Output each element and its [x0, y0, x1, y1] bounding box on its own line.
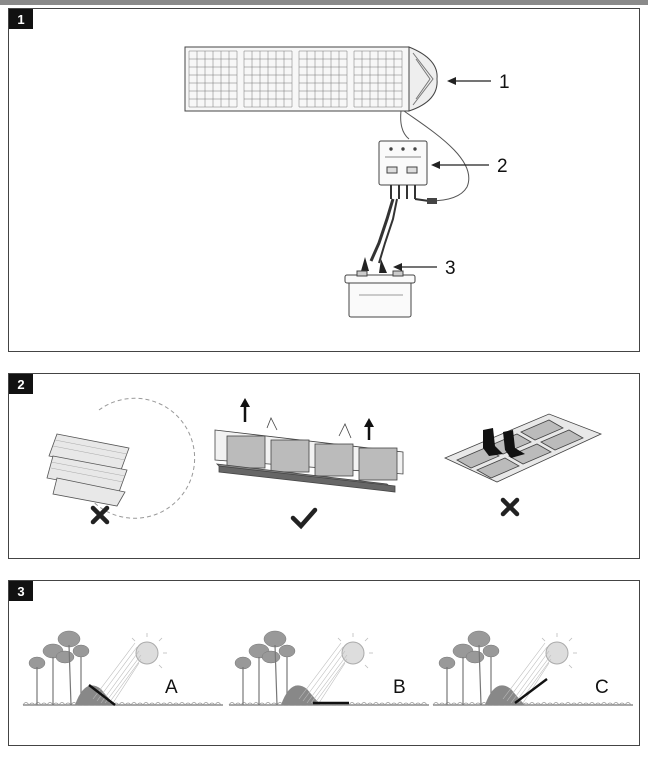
- arrow-up-icon: [240, 398, 250, 422]
- setup-diagram: 1 2 3: [184, 46, 510, 318]
- top-bar: [0, 0, 648, 5]
- scene-label: C: [595, 677, 609, 698]
- scene-b: B: [228, 630, 430, 706]
- section-badge: 2: [9, 374, 33, 394]
- cross-icon: [500, 497, 520, 517]
- panel-facing-sun: [514, 678, 548, 704]
- section-badge: 3: [9, 581, 33, 601]
- scene-label: B: [393, 677, 406, 698]
- panel-tilted: [88, 684, 116, 706]
- callout-label: 1: [499, 72, 510, 93]
- callout-2: 2: [431, 156, 508, 177]
- battery-illustration: [344, 270, 416, 318]
- scene-a: A: [22, 630, 224, 706]
- check-icon: [290, 507, 318, 530]
- charge-controller-illustration: [378, 140, 428, 199]
- sun-angle-diagram: A B C: [22, 630, 634, 706]
- folded-panel-illustration: [46, 397, 196, 519]
- handling-diagram: [46, 397, 603, 530]
- solar-panel-illustration: [184, 46, 438, 112]
- panel-stepped-on-illustration: [444, 413, 603, 483]
- cross-icon: [90, 505, 110, 525]
- section-badge: 1: [9, 9, 33, 29]
- callout-1: 1: [447, 72, 510, 93]
- callout-label: 2: [497, 156, 508, 177]
- section-2-panel: 2: [8, 373, 640, 559]
- scene-c: C: [432, 630, 634, 706]
- section-3-panel: 3: [8, 580, 640, 746]
- panel-lifted-illustration: [214, 417, 404, 493]
- callout-3: 3: [393, 258, 456, 279]
- scene-label: A: [165, 677, 178, 698]
- arrow-up-icon: [364, 418, 374, 440]
- boots-illustration: [483, 428, 525, 458]
- section-1-panel: 1: [8, 8, 640, 352]
- callout-label: 3: [445, 258, 456, 279]
